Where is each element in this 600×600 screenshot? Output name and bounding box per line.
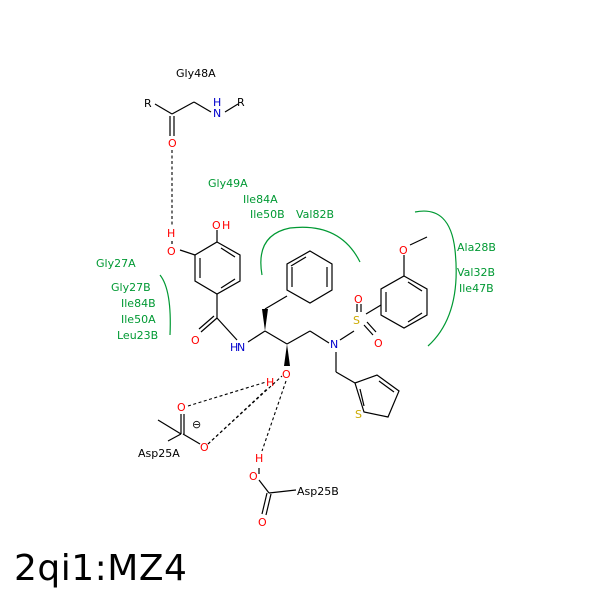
bond: [154, 103, 173, 115]
bond: [171, 101, 195, 115]
bond: [309, 330, 330, 344]
residue-label-ala28b: Ala28B: [457, 241, 496, 254]
atom-o-asp25a-top: O: [177, 401, 186, 414]
bond: [366, 321, 377, 333]
atom-o-sulfonyl-right: O: [374, 337, 383, 350]
residue-label-asp25b: Asp25B: [297, 485, 339, 498]
bond: [339, 330, 355, 341]
atom-h-asp25b: H: [255, 452, 263, 465]
residue-label-gly49a: Gly49A: [208, 177, 248, 190]
hydrophobic-arc-left: [159, 274, 171, 336]
atom-o-asp25b-bottom: O: [258, 516, 267, 529]
atom-o-asp25b-top: O: [249, 470, 258, 483]
hydrogen-bond: [187, 381, 267, 407]
bond: [247, 330, 266, 343]
hydrophobic-arc-right: [414, 210, 457, 347]
atom-n-amide: N: [237, 341, 245, 354]
atom-o-methoxy: O: [399, 244, 408, 257]
methoxyphenyl-ring: [380, 236, 428, 329]
atom-h-phenol-left: H: [167, 227, 175, 240]
atom-o-sulfonyl-top: O: [354, 293, 363, 306]
atom-s-sulfonyl: S: [353, 314, 360, 327]
bond: [179, 249, 196, 256]
atom-o-phenol-top: O: [212, 219, 221, 232]
bond: [220, 278, 236, 289]
hydroxybenzamide-fragment: [171, 230, 241, 341]
asp25b-fragment: [258, 468, 297, 516]
wedge-bond: [262, 309, 268, 331]
bond: [198, 315, 215, 330]
bond: [216, 317, 238, 341]
residue-label-gly48a: Gly48A: [176, 67, 216, 80]
atom-n-sulfonamide: N: [330, 338, 338, 351]
residue-label-ile50b: Ile50B: [250, 208, 285, 221]
residue-label-val32b: Val32B: [457, 266, 495, 279]
atom-r-right: R: [237, 96, 245, 109]
aromatic-ring: [194, 241, 241, 295]
atom-h-amide: H: [230, 341, 238, 354]
residue-label-ile84a: Ile84A: [243, 193, 278, 206]
atom-h-phenol-top: H: [222, 219, 230, 232]
residue-label-ile50a: Ile50A: [121, 313, 156, 326]
bond: [335, 371, 356, 384]
residue-label-leu23b: Leu23B: [117, 329, 158, 342]
central-chain: [247, 295, 330, 366]
charge-negative: ⊖: [192, 418, 201, 431]
residue-label-ile84b: Ile84B: [121, 297, 156, 310]
thiophene-ring: [354, 374, 400, 418]
atom-o-gly48a: O: [168, 137, 177, 150]
atom-s-thiophene: S: [355, 408, 362, 421]
atom-h-gly48a: H: [213, 96, 221, 109]
wedge-bond: [284, 344, 290, 366]
residue-label-gly27b: Gly27B: [111, 281, 151, 294]
bond: [264, 330, 288, 345]
page-title: 2qi1:MZ4: [14, 548, 188, 589]
bond: [220, 247, 236, 258]
atom-o-asp25a-bottom: O: [200, 441, 209, 454]
gly48a-fragment: [154, 101, 239, 136]
residue-label-asp25a: Asp25A: [138, 447, 180, 460]
bond: [264, 295, 288, 310]
benzyl-ring: [286, 250, 333, 304]
bond: [200, 317, 218, 333]
residue-label-ile47b: Ile47B: [459, 282, 494, 295]
bond: [193, 101, 212, 113]
bond: [365, 304, 382, 315]
asp25a-fragment: [157, 414, 201, 445]
atom-h-hydroxyl: H: [266, 376, 274, 389]
hydrophobic-arc-top: [260, 226, 361, 276]
atom-o-phenol-left: O: [167, 245, 176, 258]
hydrogen-bond: [207, 375, 283, 445]
atom-o-amide: O: [191, 334, 200, 347]
bond: [224, 103, 239, 113]
atom-o-hydroxyl: O: [282, 368, 291, 381]
bond: [363, 324, 374, 336]
atom-n-gly48a: N: [213, 107, 221, 120]
hydrogen-bond: [261, 380, 287, 452]
bond: [286, 330, 311, 345]
residue-label-gly27a: Gly27A: [96, 257, 136, 270]
residue-label-val82b: Val82B: [296, 208, 334, 221]
atom-r-left: R: [144, 97, 152, 110]
